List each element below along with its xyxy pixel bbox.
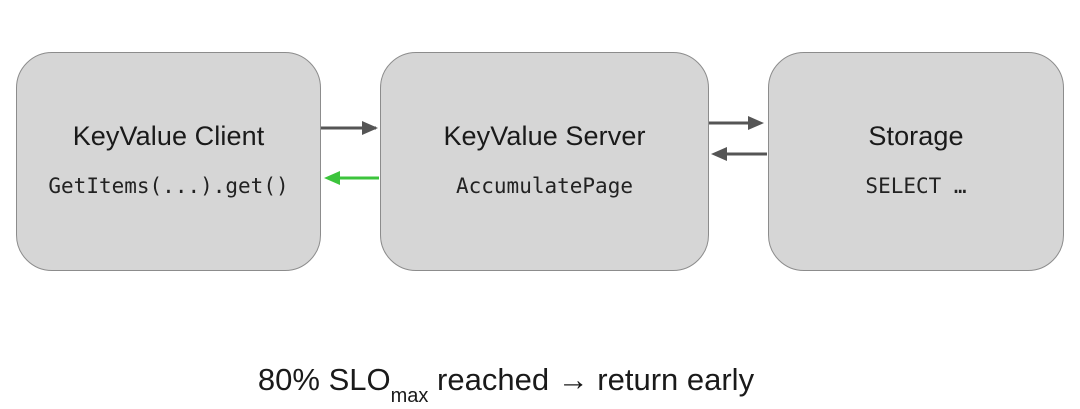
- slo-caption: 80% SLOmax reached → return early: [0, 360, 1012, 406]
- edge-server-to-storage-arrow: [709, 116, 764, 130]
- keyvalue-client-title: KeyValue Client: [72, 121, 265, 151]
- caption-suffix: reached → return early: [428, 362, 755, 397]
- keyvalue-server-title: KeyValue Server: [443, 121, 646, 151]
- caption-prefix: 80% SLO: [257, 362, 391, 397]
- storage-title: Storage: [868, 121, 964, 151]
- edge-client-to-server-arrow: [321, 121, 378, 135]
- edge-storage-to-server-arrow: [711, 147, 767, 161]
- keyvalue-server-code: AccumulatePage: [455, 174, 633, 198]
- storage-code: SELECT …: [865, 174, 967, 198]
- keyvalue-server-node: KeyValue Server AccumulatePage: [380, 52, 709, 271]
- keyvalue-client-node: KeyValue Client GetItems(...).get(): [16, 52, 321, 271]
- caption-subscript: max: [390, 385, 429, 407]
- storage-node: Storage SELECT …: [768, 52, 1064, 271]
- keyvalue-client-code: GetItems(...).get(): [48, 174, 289, 198]
- edge-server-to-client-arrow: [324, 171, 379, 185]
